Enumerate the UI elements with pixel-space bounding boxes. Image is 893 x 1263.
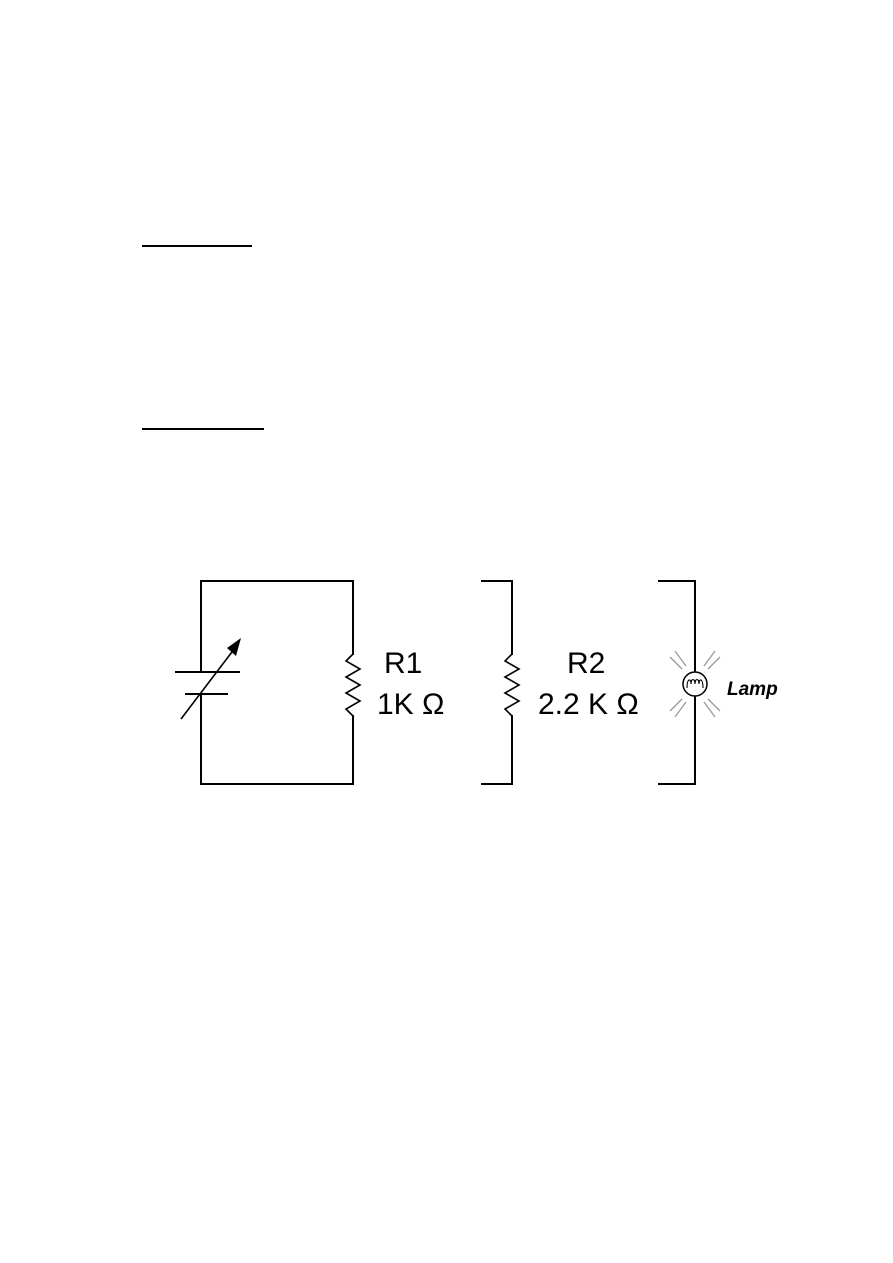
r1-resistor-symbol [344, 653, 362, 717]
r2-branch [481, 580, 521, 785]
r1-value-label: 1K Ω [377, 688, 444, 721]
r1-name-label: R1 [384, 647, 422, 680]
lamp-ray [703, 701, 716, 718]
variable-source-symbol [175, 638, 241, 720]
lamp-label: Lamp [727, 679, 778, 700]
loop-wire-bottom [200, 693, 354, 785]
lamp-ray [707, 698, 721, 712]
lamp-filament [686, 678, 704, 689]
variable-arrow-head [227, 638, 241, 656]
lamp-ray [674, 701, 687, 718]
r2-name-label: R2 [567, 647, 605, 680]
loop-wire-top [200, 580, 354, 673]
r2-wire-bottom [481, 715, 513, 785]
lamp-ray [703, 650, 716, 667]
r2-wire-top [481, 580, 513, 655]
lamp-ray [669, 656, 683, 670]
variable-arrow-shaft [180, 643, 239, 720]
lamp-ray [674, 650, 687, 667]
lamp-ray [669, 698, 683, 712]
r2-value-label: 2.2 K Ω [538, 688, 639, 721]
lamp-ray [707, 656, 721, 670]
heading-underline-1 [142, 245, 252, 247]
lamp-icon [669, 650, 721, 718]
r2-resistor-symbol [503, 653, 521, 717]
source-loop [200, 580, 354, 785]
heading-underline-2 [142, 428, 264, 430]
